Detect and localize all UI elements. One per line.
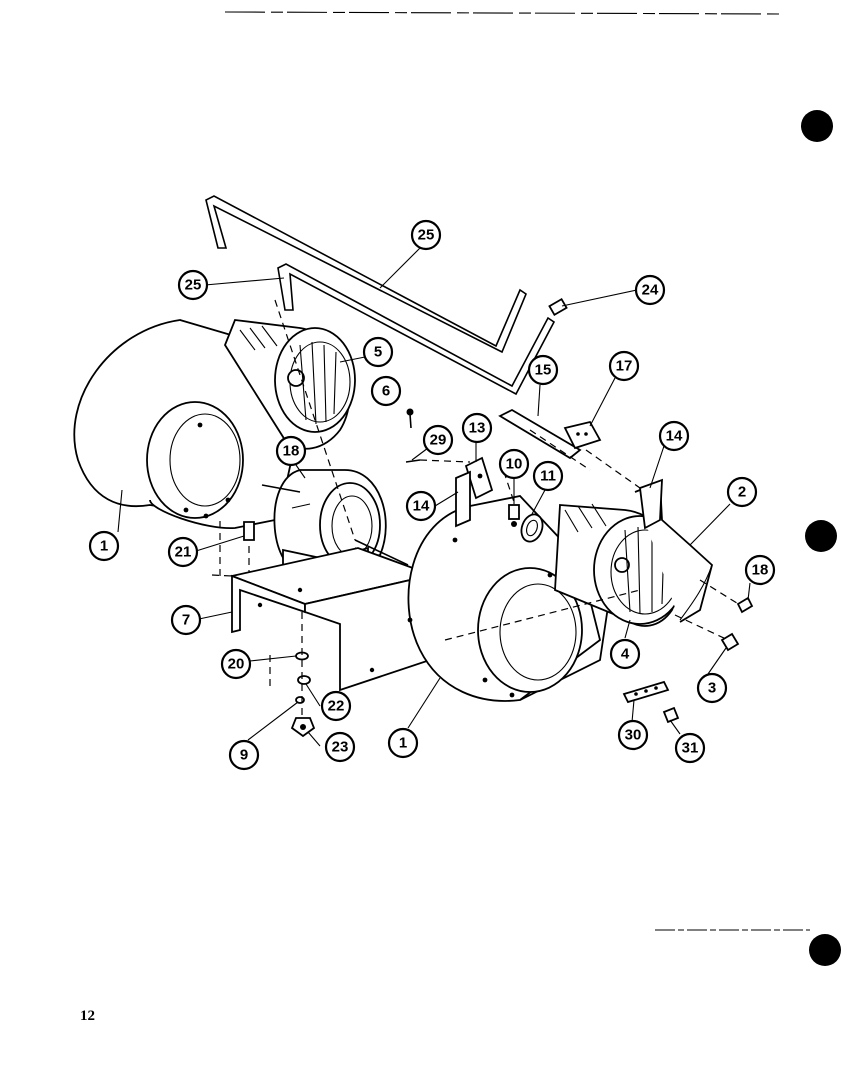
callout-14-left: 14 [405,490,437,522]
svg-text:13: 13 [469,420,486,437]
tubing-short [277,263,556,396]
svg-text:25: 25 [185,277,202,294]
svg-text:24: 24 [642,282,659,299]
screw-6 [406,408,414,429]
svg-text:15: 15 [535,362,552,379]
mount-bracket-right [639,478,663,530]
svg-text:31: 31 [682,740,699,757]
svg-text:1: 1 [100,538,108,555]
tubing-long [205,195,527,354]
screw-3 [720,632,740,652]
punch-hole-middle [805,520,837,552]
terminal-clip [563,420,602,450]
tube-fitting [548,297,568,317]
callout-5: 5 [362,336,394,368]
assembly-lines [211,299,729,686]
callout-29: 29 [422,424,454,456]
svg-text:7: 7 [182,612,190,629]
callout-14-right: 14 [658,420,690,452]
svg-text:17: 17 [616,358,633,375]
callout-15: 15 [527,354,559,386]
svg-text:20: 20 [228,656,245,673]
svg-text:1: 1 [399,735,407,752]
svg-text:5: 5 [374,344,382,361]
screw-29 [405,459,471,463]
callout-18-screw: 18 [744,554,776,586]
capacitor-nut [508,504,520,527]
blower-base-plate [228,547,436,692]
svg-text:21: 21 [175,544,192,561]
callout-20: 20 [220,648,252,680]
screw-31 [662,706,680,724]
svg-text:14: 14 [666,428,683,445]
mount-bracket-13 [464,456,494,500]
svg-text:30: 30 [625,727,642,744]
svg-text:18: 18 [283,443,300,460]
svg-text:22: 22 [328,698,345,715]
leader-lines [117,247,751,747]
callout-23: 23 [324,731,356,763]
callout-10: 10 [498,448,530,480]
svg-text:14: 14 [413,498,430,515]
svg-text:6: 6 [382,383,390,400]
callout-25-side: 25 [177,269,209,301]
callout-2: 2 [726,476,758,508]
svg-text:9: 9 [240,747,248,764]
callout-3: 3 [696,672,728,704]
svg-text:10: 10 [506,456,523,473]
svg-text:29: 29 [430,432,447,449]
callout-1-left: 1 [88,530,120,562]
svg-text:23: 23 [332,739,349,756]
mount-bracket-14-left [455,470,471,528]
callout-18-motor: 18 [275,435,307,467]
top-rail [498,408,582,460]
terminal-strip [622,680,670,704]
page-number: 12 [80,1008,95,1024]
svg-text:4: 4 [621,646,630,663]
callout-24: 24 [634,274,666,306]
callout-13: 13 [461,412,493,444]
svg-text:11: 11 [540,468,556,485]
svg-text:2: 2 [738,484,746,501]
callout-7: 7 [170,604,202,636]
svg-text:3: 3 [708,680,716,697]
svg-text:18: 18 [752,562,769,579]
callout-25-top: 25 [410,219,442,251]
svg-text:25: 25 [418,227,435,244]
callout-6: 6 [370,375,402,407]
punch-hole-bottom [809,934,841,966]
callout-17: 17 [608,350,640,382]
callout-31: 31 [674,732,706,764]
callout-11: 11 [532,460,564,492]
punch-hole-top [801,110,833,142]
callout-9: 9 [228,739,260,771]
callout-22: 22 [320,690,352,722]
screw-16 [699,579,754,614]
callout-1-right: 1 [387,727,419,759]
callout-30: 30 [617,719,649,751]
callout-21: 21 [167,536,199,568]
grommet [520,513,544,543]
scan-edge-top [224,11,781,15]
callout-4: 4 [609,638,641,670]
